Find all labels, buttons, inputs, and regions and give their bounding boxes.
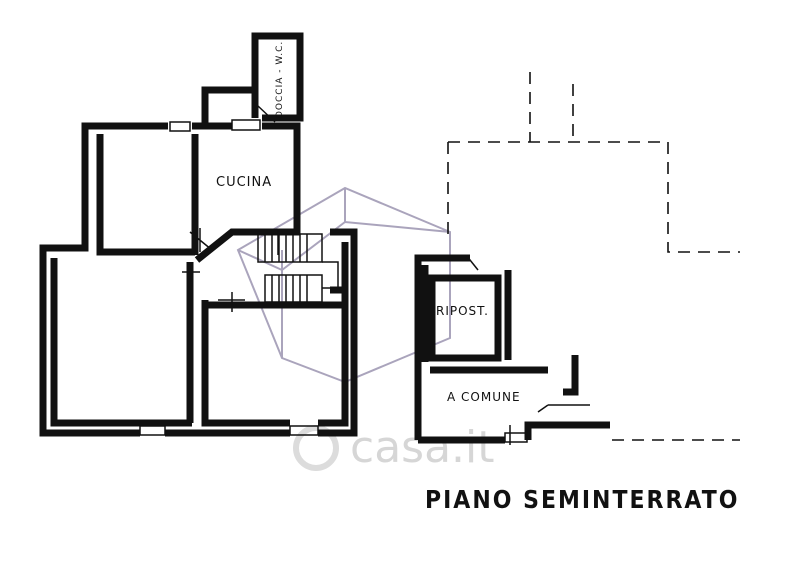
watermark-circle-icon	[293, 425, 339, 471]
label-doccia-wc: DOCCIA - W.C.	[275, 41, 285, 118]
label-a-comune: A COMUNE	[447, 390, 521, 404]
floor-title: PIANO SEMINTERRATO	[425, 486, 740, 515]
dashed-outline	[447, 72, 740, 441]
label-cucina: CUCINA	[216, 175, 272, 190]
watermark-text: casa.it	[350, 422, 495, 473]
fixtures	[139, 105, 590, 445]
label-ripostiglio: RIPOST.	[436, 304, 489, 318]
walls	[39, 32, 610, 444]
